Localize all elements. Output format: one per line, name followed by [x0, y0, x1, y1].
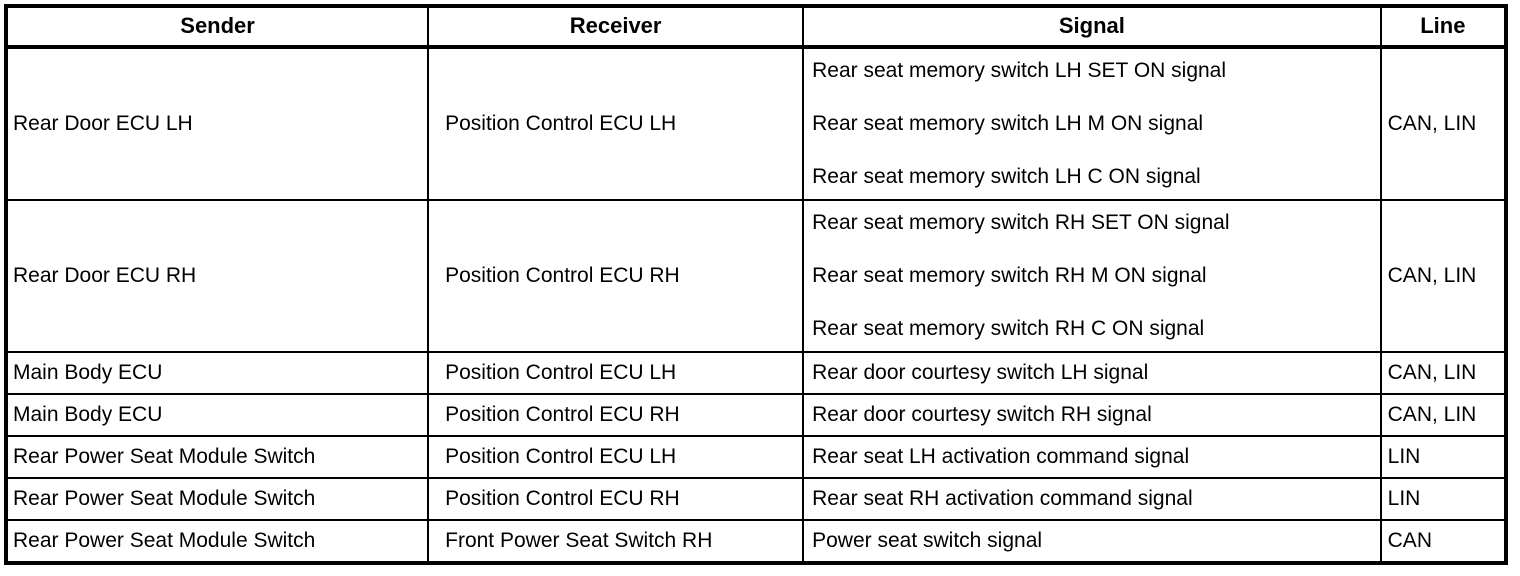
cell-receiver: Position Control ECU RH	[428, 394, 805, 438]
cell-receiver: Front Power Seat Switch RH	[428, 520, 805, 564]
cell-signal: Rear seat memory switch RH SET ON signal…	[803, 200, 1382, 354]
cell-sender: Main Body ECU	[6, 394, 430, 438]
cell-receiver: Position Control ECU RH	[428, 478, 805, 522]
signal-item: Rear seat LH activation command signal	[812, 445, 1190, 469]
cell-sender: Rear Door ECU RH	[6, 200, 430, 354]
cell-signal: Rear seat LH activation command signal	[803, 436, 1382, 480]
cell-line: CAN, LIN	[1380, 47, 1506, 202]
cell-receiver: Position Control ECU RH	[428, 200, 805, 354]
signal-list: Power seat switch signal	[812, 529, 1379, 553]
signal-item: Rear seat memory switch RH SET ON signal	[812, 210, 1230, 234]
signal-list: Rear seat RH activation command signal	[812, 487, 1379, 511]
column-header-receiver: Receiver	[428, 6, 805, 50]
signal-item: Rear seat memory switch LH M ON signal	[812, 112, 1204, 136]
header-row: Sender Receiver Signal Line	[6, 6, 1506, 50]
cell-line: LIN	[1380, 478, 1506, 522]
cell-sender: Rear Power Seat Module Switch	[6, 436, 430, 480]
cell-sender: Rear Power Seat Module Switch	[6, 520, 430, 564]
cell-line: CAN, LIN	[1380, 394, 1506, 438]
signal-list: Rear door courtesy switch RH signal	[812, 403, 1379, 427]
signal-item: Power seat switch signal	[812, 529, 1043, 553]
column-header-line: Line	[1380, 6, 1506, 50]
signal-item: Rear seat memory switch RH M ON signal	[812, 264, 1207, 288]
cell-signal: Rear seat RH activation command signal	[803, 478, 1382, 522]
cell-receiver: Position Control ECU LH	[428, 436, 805, 480]
signal-item: Rear seat memory switch LH C ON signal	[812, 165, 1201, 189]
cell-sender: Rear Power Seat Module Switch	[6, 478, 430, 522]
cell-signal: Rear seat memory switch LH SET ON signal…	[803, 47, 1382, 202]
table-header: Sender Receiver Signal Line	[6, 6, 1506, 50]
cell-line: CAN	[1387, 529, 1432, 553]
cell-signal: Power seat switch signal	[803, 520, 1382, 564]
cell-line: LIN	[1380, 436, 1506, 480]
signal-item: Rear door courtesy switch RH signal	[812, 403, 1152, 427]
signal-item: Rear seat memory switch RH C ON signal	[812, 317, 1205, 341]
signal-item: Rear door courtesy switch LH signal	[812, 361, 1149, 385]
table-sheet: Sender Receiver Signal Line Rear Door EC…	[0, 4, 1520, 576]
cell-receiver: Position Control ECU LH	[428, 352, 805, 396]
cell-line: CAN, LIN	[1380, 352, 1506, 396]
cell-signal: Rear door courtesy switch LH signal	[803, 352, 1382, 396]
signal-list: Rear seat memory switch LH SET ON signal…	[812, 59, 1379, 189]
cell-line: CAN, LIN	[1380, 200, 1506, 354]
cell-receiver: Position Control ECU LH	[428, 47, 805, 202]
signal-list: Rear door courtesy switch LH signal	[812, 361, 1379, 385]
signal-list: Rear seat LH activation command signal	[812, 445, 1379, 469]
cell-sender: Main Body ECU	[6, 352, 430, 396]
column-header-sender: Sender	[6, 6, 430, 50]
communication-table: Sender Receiver Signal Line Rear Door EC…	[4, 4, 1508, 566]
signal-item: Rear seat memory switch LH SET ON signal	[812, 58, 1227, 82]
column-header-signal: Signal	[803, 6, 1382, 50]
cell-sender: Rear Door ECU LH	[6, 47, 430, 202]
signal-list: Rear seat memory switch RH SET ON signal…	[812, 211, 1379, 341]
cell-signal: Rear door courtesy switch RH signal	[803, 394, 1382, 438]
signal-item: Rear seat RH activation command signal	[812, 487, 1193, 511]
